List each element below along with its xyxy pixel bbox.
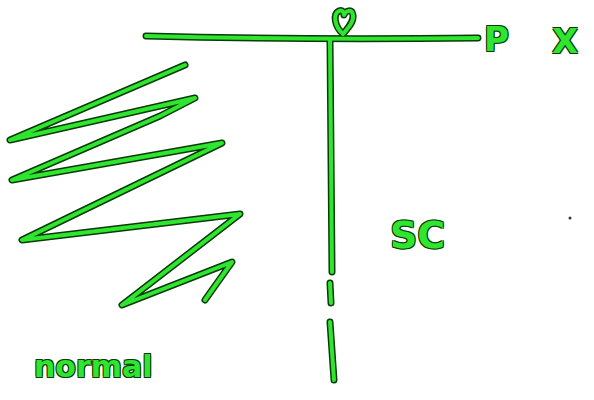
scribble (10, 65, 240, 305)
sketch-label: normal (34, 352, 153, 382)
vertical-line (330, 322, 334, 380)
heart-symbol (335, 11, 353, 34)
vertical-line (330, 40, 332, 272)
horizontal-line (146, 36, 478, 39)
vertical-line (330, 322, 334, 380)
horizontal-line (146, 36, 478, 39)
dot (569, 217, 572, 220)
sketch-label: X (552, 24, 578, 58)
vertical-line (330, 283, 331, 303)
vertical-line (330, 283, 331, 303)
scribble (10, 65, 240, 305)
sketch-label: SC (390, 216, 445, 254)
vertical-line (330, 40, 332, 272)
heart-symbol (335, 11, 353, 34)
sketch-label: P (484, 22, 509, 56)
